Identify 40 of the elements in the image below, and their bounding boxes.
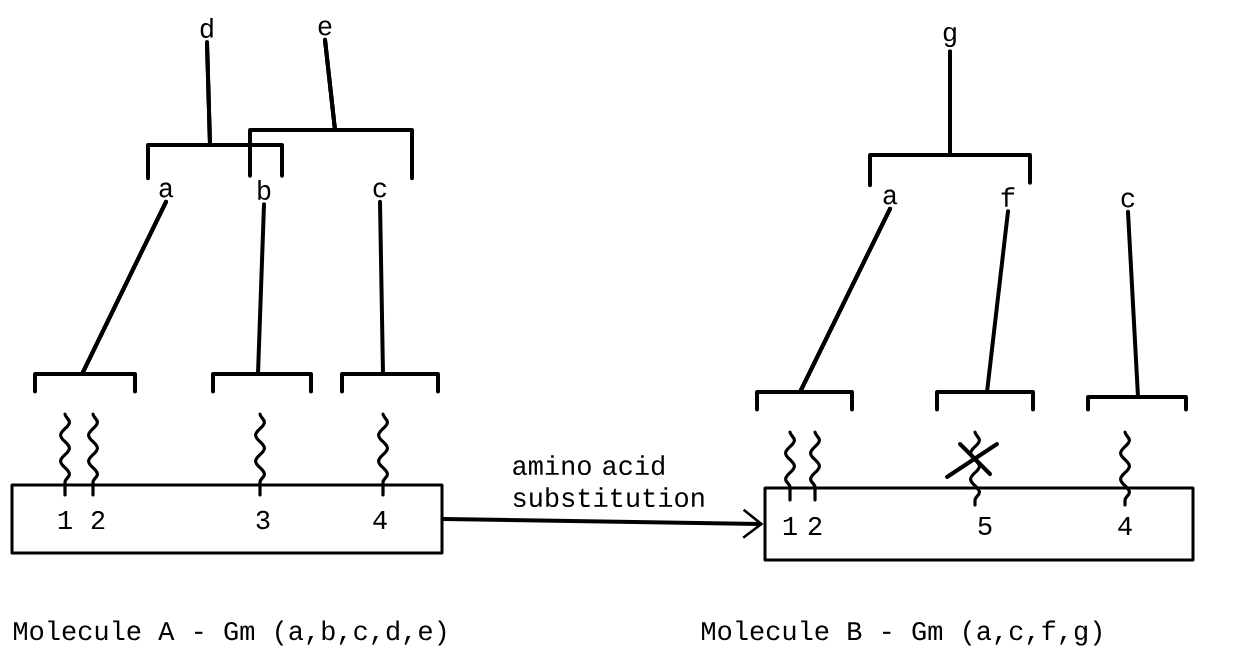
arrow — [441, 508, 764, 539]
molecule-label: Molecule B - Gm (a,c,f,g) — [702, 620, 1101, 646]
node-label: 2 — [808, 516, 822, 536]
node-label: 2 — [91, 510, 105, 530]
node-label: 4 — [1118, 517, 1132, 535]
crossed-side-chain — [945, 430, 999, 507]
bracket-line — [935, 209, 1035, 412]
node-label: 5 — [978, 516, 992, 536]
molecule-box: 1 2 3 4 — [10, 483, 444, 555]
side-chain — [59, 412, 71, 497]
allotype-letter: d — [200, 18, 213, 38]
side-chain — [784, 430, 796, 502]
bracket-line — [948, 49, 1032, 185]
allotype-letter: c — [373, 182, 387, 198]
side-chain — [809, 430, 821, 502]
allotype-letter: a — [159, 182, 174, 198]
bracket-line — [798, 206, 892, 412]
node-label: 1 — [58, 511, 72, 529]
allotype-letter: g — [943, 26, 956, 48]
molecule-label: Molecule A - Gm (a,b,c,d,e) — [14, 620, 446, 646]
bracket-line — [80, 199, 168, 394]
side-chain — [87, 412, 99, 497]
bracket-line — [211, 202, 313, 394]
edge-label: amino acid substitution — [513, 455, 704, 508]
bracket-line — [340, 199, 440, 394]
node-label: 1 — [783, 517, 797, 535]
side-chain — [254, 412, 266, 497]
side-chain — [1119, 430, 1131, 507]
allotype-letter: c — [1121, 192, 1135, 208]
node-label: 3 — [256, 510, 270, 530]
allotype-letter: f — [1001, 187, 1015, 207]
allotype-letter: a — [883, 189, 898, 205]
side-chain — [377, 412, 389, 497]
bracket-line — [323, 37, 414, 181]
bracket-line — [1086, 209, 1188, 412]
bracket-line — [205, 40, 284, 178]
node-label: 4 — [373, 511, 387, 529]
molecule-box: 1 2 5 4 — [763, 486, 1195, 562]
allotype-letter: b — [258, 180, 271, 200]
allotype-letter: e — [318, 20, 332, 36]
